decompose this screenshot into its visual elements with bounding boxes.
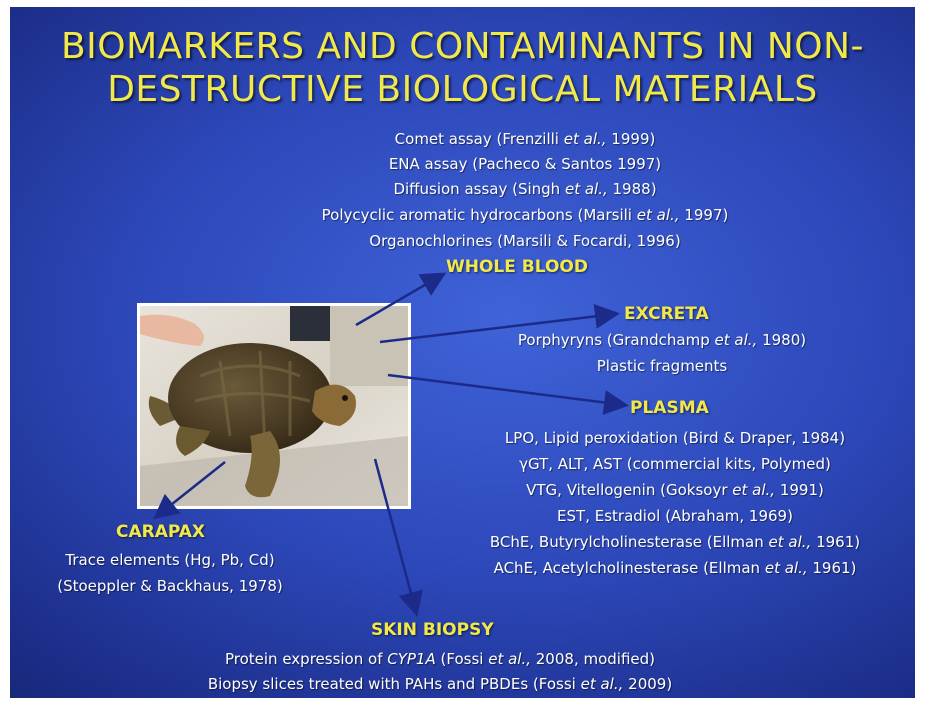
arrow-plasma [388,375,624,405]
arrow-excreta [380,314,615,342]
arrow-carapax [157,462,225,516]
arrow-whole-blood [356,275,442,325]
arrows-layer [10,7,915,698]
slide: BIOMARKERS AND CONTAMINANTS IN NON- DEST… [10,7,915,698]
arrow-skin-biopsy [375,459,416,612]
